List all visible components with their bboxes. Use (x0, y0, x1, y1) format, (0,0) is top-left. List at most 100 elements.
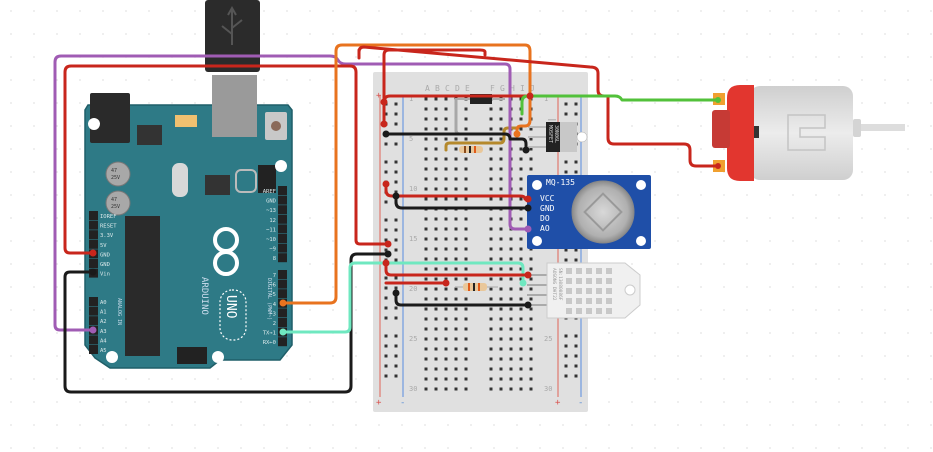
breadboard-hole[interactable] (454, 377, 458, 381)
breadboard-hole[interactable] (384, 286, 388, 290)
breadboard-hole[interactable] (499, 307, 503, 311)
breadboard-hole[interactable] (499, 327, 503, 331)
breadboard-hole[interactable] (394, 142, 398, 146)
breadboard-hole[interactable] (489, 307, 493, 311)
breadboard-hole[interactable] (489, 177, 493, 181)
breadboard-hole[interactable] (384, 344, 388, 348)
wire-green-mosfet-to-motor[interactable] (520, 94, 720, 116)
breadboard-hole[interactable] (529, 167, 533, 171)
breadboard-hole[interactable] (529, 287, 533, 291)
breadboard-hole[interactable] (444, 117, 448, 121)
breadboard-hole[interactable] (444, 197, 448, 201)
breadboard-hole[interactable] (394, 218, 398, 222)
breadboard-hole[interactable] (509, 277, 513, 281)
breadboard-hole[interactable] (489, 387, 493, 391)
breadboard-hole[interactable] (394, 102, 398, 106)
breadboard-hole[interactable] (434, 137, 438, 141)
breadboard-hole[interactable] (489, 347, 493, 351)
breadboard-hole[interactable] (464, 297, 468, 301)
breadboard-hole[interactable] (384, 218, 388, 222)
wire-mint-pin2-to-dht22[interactable] (281, 261, 525, 334)
breadboard-hole[interactable] (499, 377, 503, 381)
breadboard-hole[interactable] (489, 357, 493, 361)
breadboard-hole[interactable] (464, 317, 468, 321)
breadboard-hole[interactable] (434, 367, 438, 371)
breadboard-hole[interactable] (519, 307, 523, 311)
breadboard-hole[interactable] (424, 317, 428, 321)
breadboard-hole[interactable] (464, 367, 468, 371)
breadboard-hole[interactable] (489, 147, 493, 151)
breadboard-hole[interactable] (489, 377, 493, 381)
breadboard-hole[interactable] (574, 344, 578, 348)
breadboard-hole[interactable] (499, 127, 503, 131)
breadboard-hole[interactable] (434, 317, 438, 321)
breadboard-hole[interactable] (489, 317, 493, 321)
breadboard-hole[interactable] (424, 277, 428, 281)
mosfet[interactable]: MOSFET 30N06L (528, 119, 588, 152)
header-pin[interactable] (89, 335, 98, 345)
breadboard-hole[interactable] (519, 357, 523, 361)
breadboard-hole[interactable] (499, 187, 503, 191)
breadboard-hole[interactable] (424, 187, 428, 191)
breadboard-hole[interactable] (424, 327, 428, 331)
breadboard-hole[interactable] (384, 374, 388, 378)
breadboard-hole[interactable] (434, 277, 438, 281)
breadboard-hole[interactable] (454, 337, 458, 341)
breadboard-hole[interactable] (444, 357, 448, 361)
breadboard-hole[interactable] (489, 267, 493, 271)
breadboard-hole[interactable] (509, 367, 513, 371)
breadboard-hole[interactable] (499, 297, 503, 301)
breadboard-hole[interactable] (519, 167, 523, 171)
breadboard-hole[interactable] (529, 267, 533, 271)
breadboard-hole[interactable] (564, 248, 568, 252)
breadboard-hole[interactable] (434, 197, 438, 201)
breadboard-hole[interactable] (454, 277, 458, 281)
breadboard-hole[interactable] (384, 112, 388, 116)
breadboard-hole[interactable] (424, 357, 428, 361)
breadboard-hole[interactable] (464, 167, 468, 171)
breadboard-hole[interactable] (454, 257, 458, 261)
wire-purple-a3-to-mq135-ao[interactable] (53, 54, 530, 332)
breadboard-hole[interactable] (454, 287, 458, 291)
breadboard-hole[interactable] (384, 142, 388, 146)
breadboard-hole[interactable] (529, 317, 533, 321)
breadboard-hole[interactable] (464, 387, 468, 391)
breadboard-hole[interactable] (384, 316, 388, 320)
breadboard-hole[interactable] (454, 297, 458, 301)
breadboard-hole[interactable] (509, 297, 513, 301)
wire-black-to-dht22-gnd[interactable] (394, 291, 530, 307)
breadboard-hole[interactable] (394, 170, 398, 174)
breadboard-hole[interactable] (529, 367, 533, 371)
breadboard-hole[interactable] (509, 237, 513, 241)
breadboard-hole[interactable] (394, 258, 398, 262)
breadboard-hole[interactable] (509, 357, 513, 361)
breadboard-hole[interactable] (444, 127, 448, 131)
breadboard-hole[interactable] (509, 267, 513, 271)
breadboard-hole[interactable] (394, 334, 398, 338)
breadboard-hole[interactable] (454, 147, 458, 151)
breadboard-hole[interactable] (519, 127, 523, 131)
breadboard-hole[interactable] (489, 117, 493, 121)
breadboard-hole[interactable] (444, 377, 448, 381)
breadboard-hole[interactable] (454, 327, 458, 331)
breadboard-hole[interactable] (519, 387, 523, 391)
breadboard-hole[interactable] (574, 364, 578, 368)
breadboard-hole[interactable] (444, 257, 448, 261)
header-pin[interactable] (278, 318, 287, 327)
breadboard-hole[interactable] (509, 387, 513, 391)
breadboard-hole[interactable] (519, 197, 523, 201)
breadboard-hole[interactable] (434, 237, 438, 241)
mq135-sensor[interactable]: MQ-135 VCC GND DO AO (527, 175, 651, 249)
breadboard-hole[interactable] (424, 97, 428, 101)
header-pin[interactable] (278, 243, 287, 253)
header-pin[interactable] (89, 220, 98, 230)
breadboard-hole[interactable] (464, 117, 468, 121)
header-pin[interactable] (278, 205, 287, 215)
breadboard-hole[interactable] (394, 276, 398, 280)
resistor-2[interactable] (455, 283, 498, 291)
breadboard-hole[interactable] (434, 157, 438, 161)
breadboard-hole[interactable] (489, 167, 493, 171)
breadboard-hole[interactable] (489, 367, 493, 371)
breadboard-hole[interactable] (509, 247, 513, 251)
header-pin[interactable] (278, 234, 287, 243)
